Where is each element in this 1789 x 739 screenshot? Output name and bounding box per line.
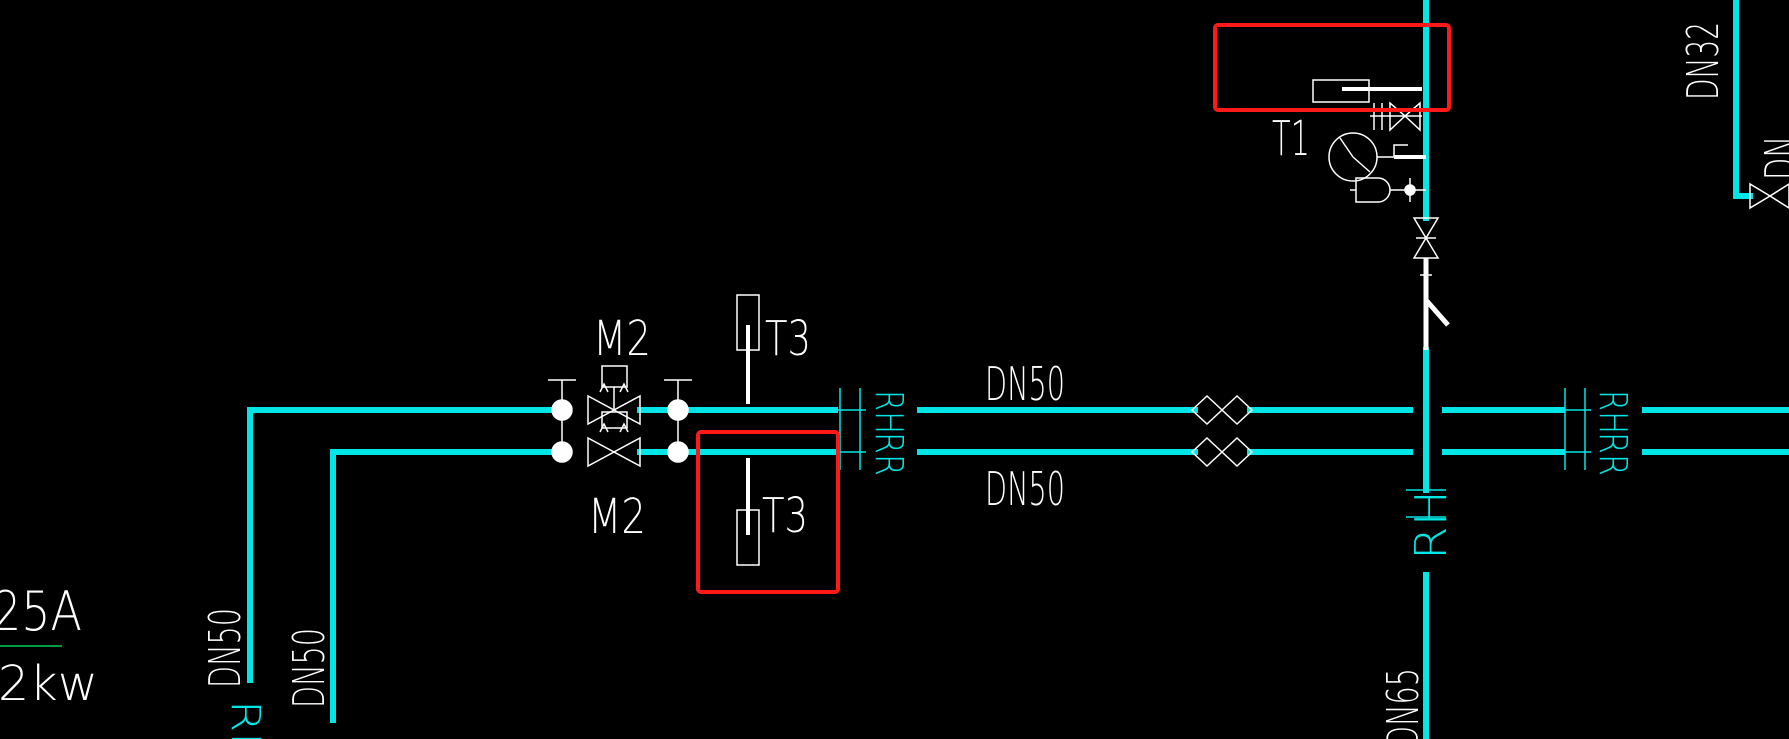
label-pipe-code-vertical: RH	[1406, 490, 1457, 560]
joint-marks	[835, 388, 1591, 518]
shutoff-marker-left	[548, 379, 576, 463]
note-current: 25A	[0, 580, 82, 643]
compensators	[1190, 394, 1254, 468]
pipe-return-left-riser	[330, 449, 558, 723]
valve-group	[548, 365, 692, 468]
label-dn-main-top: DN50	[985, 357, 1065, 411]
compensator-top	[1190, 394, 1254, 426]
label-valve-bottom: M2	[588, 489, 646, 545]
joint-left	[835, 388, 866, 470]
gate-valve-vertical	[1412, 217, 1440, 259]
compensator-bottom	[1190, 436, 1254, 468]
joint-vertical	[1406, 489, 1446, 518]
check-valve	[1370, 101, 1422, 132]
pipe-branch-top-right	[1733, 0, 1753, 199]
label-dn-right-top: DN32	[1678, 22, 1729, 100]
label-thermo-bottom: T3	[762, 488, 808, 544]
label-thermo-right: T1	[1272, 111, 1310, 167]
thermometer-right	[1312, 79, 1422, 103]
motorized-valve-top	[587, 365, 641, 426]
shutoff-marker-right	[664, 379, 692, 463]
label-thermo-top: T3	[765, 311, 811, 367]
note-power: 2kw	[0, 656, 98, 712]
label-dn-main-bottom: DN50	[985, 462, 1065, 516]
label-pipe-code-left-bottom: RR	[867, 432, 911, 476]
label-dn-right-top2: DN	[1756, 136, 1789, 180]
instrument-cluster	[1312, 79, 1450, 350]
joint-right	[1560, 388, 1591, 470]
label-valve-top: M2	[593, 311, 651, 367]
pressure-gauge-icon	[1328, 132, 1426, 182]
label-pipe-code-right-bottom: RR	[1591, 432, 1635, 476]
branch-tee	[1420, 258, 1450, 350]
thermometer-top	[736, 294, 760, 404]
label-pipe-code-left: RI	[222, 700, 268, 739]
label-pipe-code-right-top: RH	[1591, 390, 1635, 434]
label-dn-left-b: DN50	[284, 628, 335, 708]
label-dn-vertical-bottom: DN65	[1378, 668, 1429, 739]
label-dn-left-a: DN50	[200, 608, 251, 688]
thermometer-bottom	[736, 458, 760, 566]
sensor-icon	[1350, 177, 1426, 203]
label-pipe-code-left-top: RH	[867, 390, 911, 434]
valve-top-right	[1749, 182, 1789, 210]
highlight-box-top	[1213, 23, 1451, 112]
motorized-valve-bottom	[587, 411, 641, 468]
pipe-supply-left-riser	[247, 407, 558, 683]
highlight-box-bottom	[696, 430, 840, 594]
